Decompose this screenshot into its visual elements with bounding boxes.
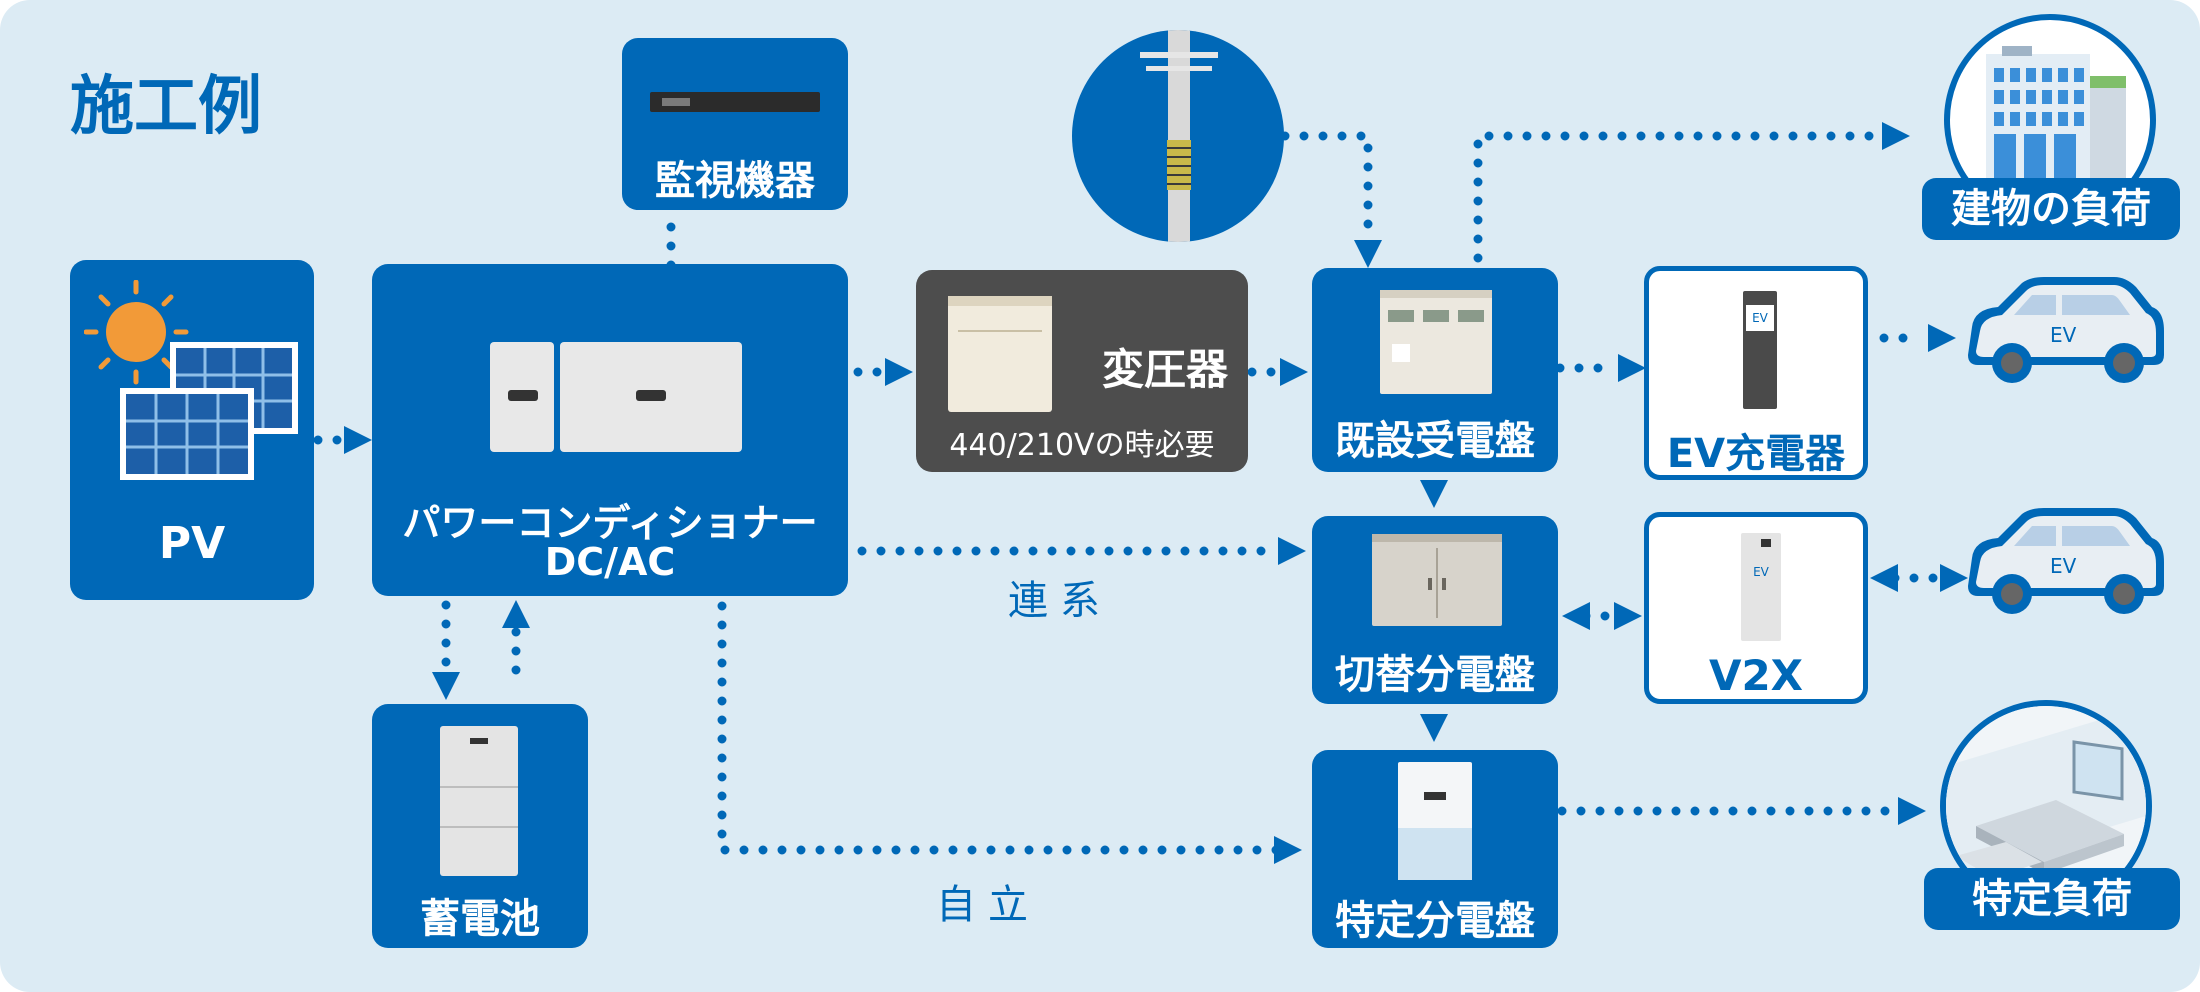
- car-top-arrowhead: [1928, 324, 1956, 352]
- monitor-device-icon: [650, 92, 820, 112]
- v2x-unit-icon: EV: [1741, 533, 1781, 641]
- switch-distribution-panel-label: 切替分電盤: [1335, 652, 1535, 698]
- grid-tied-arrowhead: [1278, 537, 1306, 565]
- existing-receiving-panel-label: 既設受電盤: [1335, 418, 1535, 464]
- evcharger-arrowhead: [1618, 354, 1646, 382]
- transformer-in-arrowhead: [885, 358, 913, 386]
- monitoring-label: 監視機器: [655, 158, 815, 204]
- ev-car-top: EV: [1964, 275, 2168, 387]
- switch-down-arrowhead: [1420, 714, 1448, 742]
- battery-node: 蓄電池: [372, 704, 588, 948]
- battery-down-arrowhead: [432, 672, 460, 700]
- transformer-unit-icon: [948, 296, 1052, 412]
- ev-charger-label: EV充電器: [1666, 431, 1846, 477]
- car-icon: [1968, 508, 2164, 614]
- car-bottom-badge: EV: [2050, 554, 2077, 578]
- v2x-node: EV V2X: [1644, 512, 1868, 704]
- switch-left-arrowhead: [1562, 602, 1590, 630]
- pole-to-existing-link: [1280, 131, 1373, 247]
- inverter-unit-large-icon: [560, 342, 742, 452]
- grid-tied-label: 連系: [1008, 578, 1112, 624]
- independent-arrowhead: [1274, 836, 1302, 864]
- inverter-unit-small-icon: [490, 342, 554, 452]
- battery-label: 蓄電池: [420, 896, 540, 942]
- v2x-car-right-arrowhead: [1940, 564, 1968, 592]
- car-icon: [1968, 277, 2164, 383]
- v2x-badge: EV: [1753, 565, 1769, 579]
- specific-load-arrowhead: [1898, 797, 1926, 825]
- switch-panel-icon: [1372, 534, 1502, 626]
- utility-pole-icon: [1140, 30, 1218, 242]
- building-load-label: 建物の負荷: [1922, 178, 2180, 240]
- pole-arrowhead: [1354, 240, 1382, 268]
- car-top-badge: EV: [2050, 323, 2077, 347]
- monitoring-node: 監視機器: [622, 38, 848, 210]
- battery-unit-icon: [440, 726, 518, 876]
- utility-pole-node: [1072, 30, 1284, 242]
- transformer-node: 変圧器 440/210Vの時必要: [916, 270, 1248, 472]
- existing-to-building-link: [1473, 131, 1875, 263]
- power-conditioner-label: パワーコンディショナー: [402, 501, 818, 545]
- v2x-right-arrowhead: [1614, 602, 1642, 630]
- v2x-car-left-arrowhead: [1870, 564, 1898, 592]
- transformer-label: 変圧器: [1102, 345, 1229, 394]
- ev-charger-badge: EV: [1746, 305, 1774, 331]
- pv-arrowhead: [344, 426, 372, 454]
- v2x-label: V2X: [1708, 651, 1804, 700]
- existing-in-arrowhead: [1280, 358, 1308, 386]
- receiving-panel-icon: [1380, 290, 1492, 394]
- independent-label: 自立: [936, 882, 1040, 928]
- power-conditioner-sublabel: DC/AC: [544, 540, 676, 584]
- ev-charger-icon: EV: [1743, 291, 1777, 409]
- ev-charger-node: EV EV充電器: [1644, 266, 1868, 480]
- specific-distribution-panel-node: 特定分電盤: [1312, 750, 1558, 948]
- specific-load-label: 特定負荷: [1924, 868, 2180, 930]
- pv-label: PV: [158, 518, 226, 569]
- pv-node: PV: [70, 260, 314, 600]
- specific-distribution-panel-label: 特定分電盤: [1335, 898, 1535, 944]
- specific-panel-icon: [1398, 762, 1472, 880]
- building-arrowhead: [1882, 122, 1910, 150]
- battery-up-arrowhead: [502, 600, 530, 628]
- existing-down-arrowhead: [1420, 480, 1448, 508]
- pcs-to-specific-link: [717, 601, 1285, 855]
- solar-panel-icon: [84, 280, 298, 480]
- ev-car-bottom: EV: [1964, 506, 2168, 618]
- transformer-note: 440/210Vの時必要: [949, 428, 1215, 463]
- power-conditioner-node: パワーコンディショナー DC/AC: [372, 264, 848, 596]
- switch-distribution-panel-node: 切替分電盤: [1312, 516, 1558, 704]
- existing-receiving-panel-node: 既設受電盤: [1312, 268, 1558, 472]
- page-title: 施工例: [70, 70, 262, 144]
